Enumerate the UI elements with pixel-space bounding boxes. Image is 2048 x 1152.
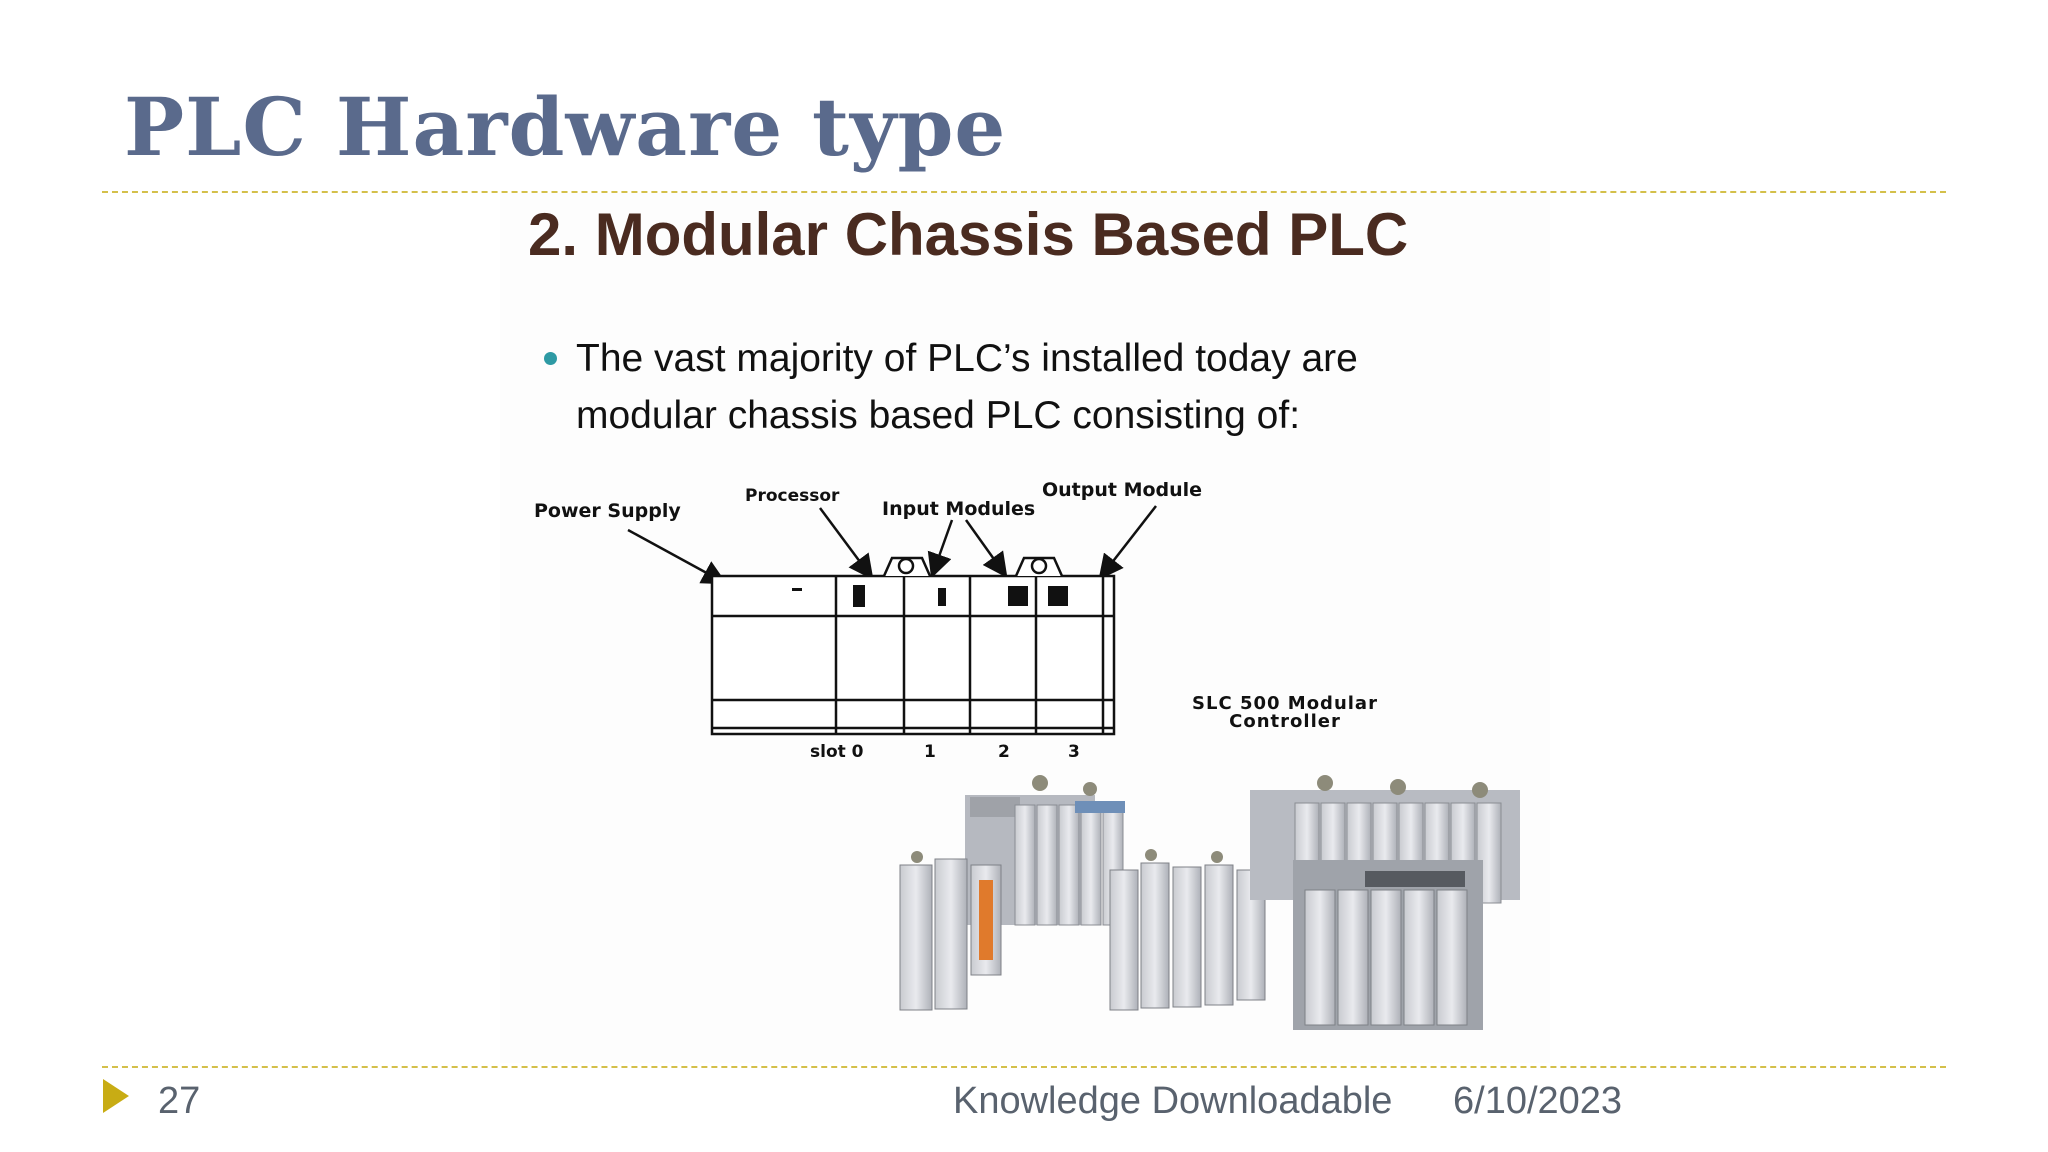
footer-divider — [102, 1066, 1946, 1068]
bullet-dot-icon — [544, 352, 557, 365]
bullet-text: The vast majority of PLC’s installed tod… — [576, 337, 1358, 437]
output-module-label: Output Module — [1042, 479, 1202, 501]
slide-number: 27 — [158, 1080, 201, 1122]
power-supply-label: Power Supply — [534, 500, 681, 522]
slot-label-3: 3 — [1068, 742, 1080, 762]
play-arrow-icon — [103, 1079, 129, 1113]
slot-label-0: slot 0 — [810, 742, 864, 762]
title-divider — [102, 191, 1946, 193]
footer-date: 6/10/2023 — [1453, 1080, 1623, 1122]
chassis-rack — [710, 556, 1116, 736]
module-indicators — [792, 585, 1068, 607]
modular-chassis-diagram: Power Supply Processor Input Modules Out… — [534, 479, 1202, 762]
bullet-item: The vast majority of PLC’s installed tod… — [540, 330, 1460, 444]
footer-source: Knowledge Downloadable — [953, 1080, 1393, 1122]
label-arrows — [627, 505, 1157, 585]
slot-label-1: 1 — [924, 742, 936, 762]
processor-label: Processor — [745, 486, 840, 506]
slot-label-2: 2 — [998, 742, 1010, 762]
input-modules-label: Input Modules — [882, 498, 1035, 520]
slc-500-controller-photo — [899, 775, 1520, 1030]
slide-subtitle: 2. Modular Chassis Based PLC — [528, 201, 1409, 268]
slc-500-caption: SLC 500 Modular Controller — [1192, 693, 1378, 732]
slide-title: PLC Hardware type — [124, 80, 1007, 174]
